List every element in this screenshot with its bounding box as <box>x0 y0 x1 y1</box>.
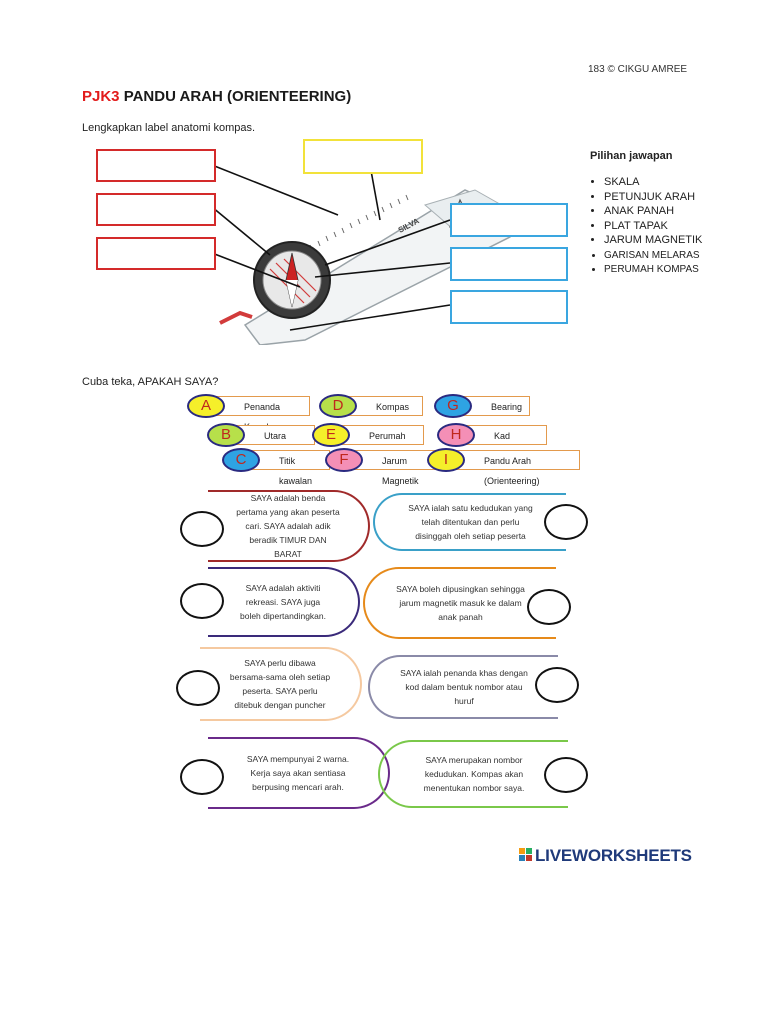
label-box-2[interactable] <box>96 193 216 226</box>
answer-circle-6[interactable] <box>535 667 579 703</box>
label-box-6[interactable] <box>450 247 568 281</box>
option-e-letter: E <box>312 423 350 447</box>
logo-text: LIVEWORKSHEETS <box>535 846 692 865</box>
liveworksheets-logo: LIVEWORKSHEETS <box>519 846 692 866</box>
option-a-letter: A <box>187 394 225 418</box>
liveworksheets-icon <box>519 848 532 861</box>
pointer-line-5 <box>324 219 451 266</box>
label-box-7[interactable] <box>450 290 568 324</box>
label-box-1[interactable] <box>96 149 216 182</box>
riddle-2: SAYA ialah satu kedudukan yang telah dit… <box>373 493 566 551</box>
pointer-line-1 <box>211 164 339 216</box>
title-prefix: PJK3 <box>82 88 120 105</box>
label-box-4[interactable] <box>303 139 423 174</box>
answer-circle-1[interactable] <box>180 511 224 547</box>
answer-circle-4[interactable] <box>527 589 571 625</box>
answer-circle-7[interactable] <box>180 759 224 795</box>
riddle-6: SAYA ialah penanda khas dengan kod dalam… <box>368 655 558 719</box>
pointer-line-3 <box>211 252 301 288</box>
riddle-8: SAYA merupakan nombor kedudukan. Kompas … <box>378 740 568 808</box>
label-box-5[interactable] <box>450 203 568 237</box>
instruction-2: Cuba teka, APAKAH SAYA? <box>82 376 219 388</box>
lanyard-shape <box>219 310 253 325</box>
choice-item: JARUM MAGNETIK <box>604 234 702 247</box>
label-box-3[interactable] <box>96 237 216 270</box>
choice-item: GARISAN MELARAS <box>604 249 702 262</box>
answer-circle-8[interactable] <box>544 757 588 793</box>
pointer-line-2 <box>211 206 271 256</box>
choices-heading: Pilihan jawapan <box>590 150 673 162</box>
pointer-line-7 <box>289 304 451 331</box>
choice-item: PERUMAH KOMPAS <box>604 263 702 276</box>
instruction-1: Lengkapkan label anatomi kompas. <box>82 122 256 134</box>
option-f-letter: F <box>325 448 363 472</box>
choice-item: SKALA <box>604 176 702 189</box>
riddle-3: SAYA adalah aktiviti rekreasi. SAYA juga… <box>208 567 360 637</box>
option-i-letter: I <box>427 448 465 472</box>
answer-circle-2[interactable] <box>544 504 588 540</box>
pointer-line-6 <box>314 262 451 278</box>
riddle-5: SAYA perlu dibawa bersama-sama oleh seti… <box>200 647 362 721</box>
choice-item: PETUNJUK ARAH <box>604 191 702 204</box>
compass-diagram: SILVA <box>211 164 516 345</box>
choice-item: ANAK PANAH <box>604 205 702 218</box>
title-main: PANDU ARAH (ORIENTEERING) <box>123 88 352 105</box>
option-h-letter: H <box>437 423 475 447</box>
pointer-line-4 <box>369 164 381 221</box>
answer-circle-5[interactable] <box>176 670 220 706</box>
riddle-1: SAYA adalah benda pertama yang akan pese… <box>208 490 370 562</box>
option-g-letter: G <box>434 394 472 418</box>
choice-item: PLAT TAPAK <box>604 220 702 233</box>
riddle-7: SAYA mempunyai 2 warna. Kerja saya akan … <box>208 737 390 809</box>
riddle-4: SAYA boleh dipusingkan sehingga jarum ma… <box>363 567 556 639</box>
answer-choices: Pilihan jawapan SKALA PETUNJUK ARAH ANAK… <box>590 150 702 278</box>
answer-circle-3[interactable] <box>180 583 224 619</box>
option-b-letter: B <box>207 423 245 447</box>
option-c-letter: C <box>222 448 260 472</box>
option-d-letter: D <box>319 394 357 418</box>
page-credit: 183 © CIKGU AMREE <box>588 64 688 75</box>
option-i: Pandu Arah (Orienteering) <box>445 450 580 486</box>
page-title: PJK3 PANDU ARAH (ORIENTEERING) <box>82 88 351 105</box>
